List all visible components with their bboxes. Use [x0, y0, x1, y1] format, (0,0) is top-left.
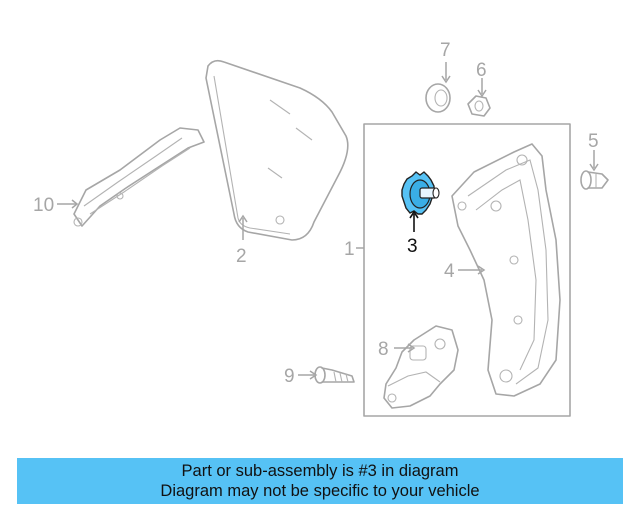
part-6-nut[interactable] [467, 95, 491, 117]
part-3-gear[interactable] [401, 171, 440, 215]
banner-line-2: Diagram may not be specific to your vehi… [160, 482, 480, 500]
callout-5: 5 [588, 131, 599, 152]
callout-9: 9 [284, 366, 295, 387]
part-10-channel-bracket[interactable] [73, 127, 205, 227]
callout-7: 7 [440, 40, 451, 61]
callout-8: 8 [378, 339, 389, 360]
part-9-bolt[interactable] [314, 366, 355, 384]
part-2-door-glass[interactable] [205, 59, 349, 241]
callout-10: 10 [33, 195, 54, 216]
callout-6: 6 [476, 60, 487, 81]
parts-diagram: 10 2 1 3 4 [33, 40, 609, 417]
callout-3: 3 [407, 236, 418, 257]
part-8-window-motor[interactable] [383, 325, 459, 409]
callout-4: 4 [444, 261, 455, 282]
banner-line-1: Part or sub-assembly is #3 in diagram [181, 462, 459, 480]
callout-1: 1 [344, 239, 355, 260]
callout-2: 2 [236, 246, 247, 267]
part-5-clip[interactable] [580, 170, 609, 190]
assembly-box-1 [363, 123, 571, 417]
part-4-regulator-plate[interactable] [451, 143, 561, 397]
part-7-grommet[interactable] [425, 83, 451, 113]
info-banner: Part or sub-assembly is #3 in diagram Di… [17, 458, 623, 504]
